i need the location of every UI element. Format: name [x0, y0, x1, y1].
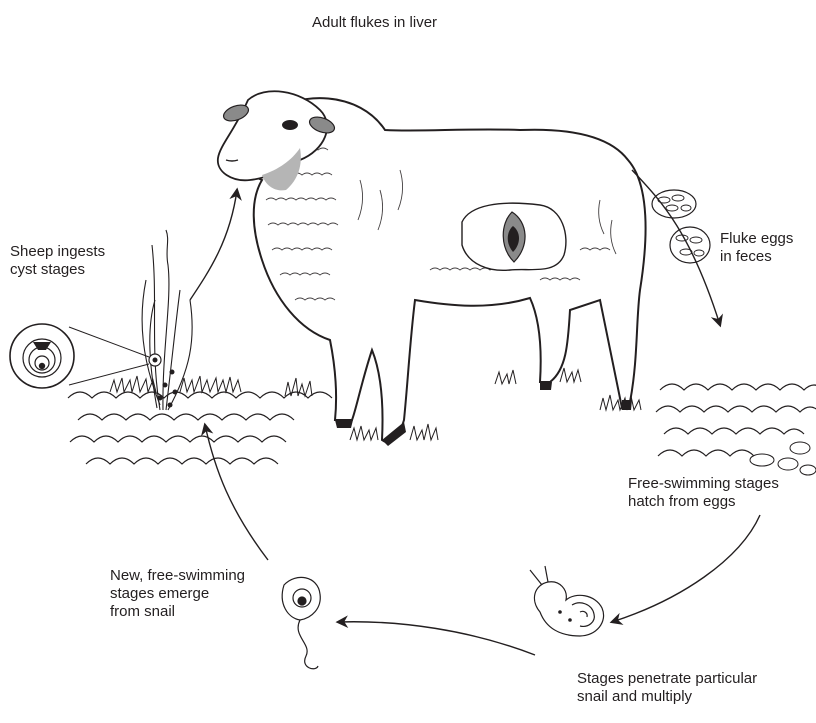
- cyst-magnified-icon: [10, 324, 74, 388]
- cercaria-icon: [282, 577, 320, 668]
- label-free-swimming-stages-hatch: Free-swimming stages hatch from eggs: [628, 475, 779, 511]
- label-adult-flukes-in-liver: Adult flukes in liver: [312, 14, 437, 32]
- fluke-eggs-icon: [652, 190, 710, 263]
- label-fluke-eggs-in-feces: Fluke eggs in feces: [720, 230, 793, 266]
- grass-left: [110, 376, 312, 396]
- arrow-to-snail: [612, 515, 760, 622]
- pasture-water-right: [656, 384, 816, 456]
- label-sheep-ingests-cyst-stages: Sheep ingests cyst stages: [10, 243, 105, 279]
- sheep-illustration: [218, 91, 646, 446]
- arrow-snail-to-cercaria: [338, 622, 535, 655]
- pasture-water-left: [68, 392, 332, 464]
- label-stages-penetrate-snail: Stages penetrate particular snail and mu…: [577, 670, 757, 706]
- snail-icon: [530, 566, 604, 636]
- label-new-free-swimming-stages: New, free-swimming stages emerge from sn…: [110, 567, 245, 621]
- eggs-in-water: [750, 442, 816, 475]
- arrow-pasture-to-sheep: [190, 190, 237, 300]
- arrow-cercaria-to-pasture: [205, 425, 268, 560]
